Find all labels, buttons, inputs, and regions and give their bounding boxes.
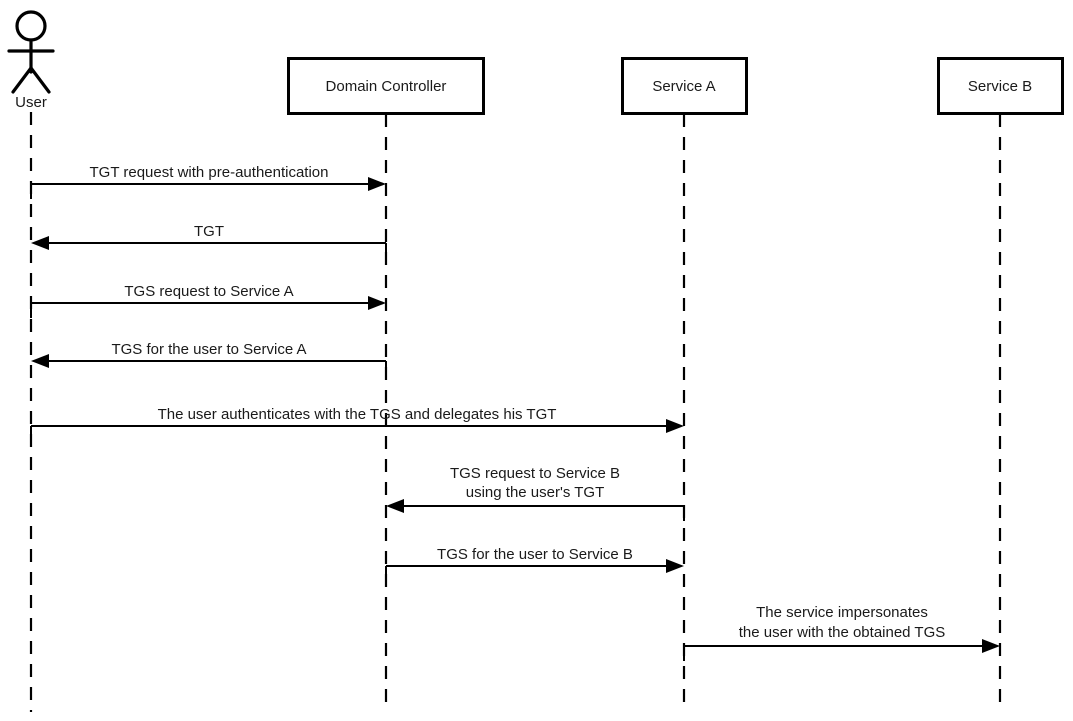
message-2[interactable]: TGT [31, 223, 387, 258]
actor-head-icon [15, 10, 47, 42]
message-5[interactable]: The user authenticates with the TGS and … [30, 406, 684, 441]
participant-label-user: User [15, 94, 47, 111]
message-6[interactable]: TGS request to Service B using the user'… [386, 465, 685, 521]
message-1-arrowhead-icon [368, 177, 386, 191]
message-4-arrowhead-icon [31, 354, 49, 368]
message-4[interactable]: TGS for the user to Service A [31, 341, 387, 376]
message-8-label-line-2: the user with the obtained TGS [739, 624, 946, 641]
message-6-arrowhead-icon [386, 499, 404, 513]
message-1-label: TGT request with pre-authentication [89, 164, 328, 181]
message-4-label: TGS for the user to Service A [111, 341, 306, 358]
message-2-label: TGT [194, 223, 224, 240]
participant-service-b[interactable]: Service B [937, 57, 1064, 115]
message-7[interactable]: TGS for the user to Service B [385, 546, 684, 581]
actor-leg-left-icon [11, 66, 33, 94]
participant-label-service-b: Service B [968, 78, 1032, 95]
message-5-label: The user authenticates with the TGS and … [158, 406, 557, 423]
message-6-label-line-2: using the user's TGT [466, 484, 604, 501]
participant-user[interactable]: User [7, 10, 55, 111]
message-7-arrowhead-icon [666, 559, 684, 573]
participant-box-service-a [621, 57, 748, 115]
message-8-arrowhead-icon [982, 639, 1000, 653]
message-3-label: TGS request to Service A [124, 283, 293, 300]
actor-leg-right-icon [29, 66, 51, 94]
participant-label-service-a: Service A [652, 78, 715, 95]
message-6-label-line-1: TGS request to Service B [450, 465, 620, 482]
participant-box-dc [287, 57, 485, 115]
message-2-arrowhead-icon [31, 236, 49, 250]
participant-label-domain-controller: Domain Controller [326, 78, 447, 95]
message-1[interactable]: TGT request with pre-authentication [30, 164, 386, 199]
message-8[interactable]: The service impersonates the user with t… [683, 604, 1000, 661]
message-3-arrowhead-icon [368, 296, 386, 310]
message-7-label: TGS for the user to Service B [437, 546, 633, 563]
message-5-arrowhead-icon [666, 419, 684, 433]
participant-service-a[interactable]: Service A [621, 57, 748, 115]
message-8-label-line-1: The service impersonates [756, 604, 928, 621]
participant-box-service-b [937, 57, 1064, 115]
message-3[interactable]: TGS request to Service A [30, 283, 386, 318]
participant-domain-controller[interactable]: Domain Controller [287, 57, 485, 115]
